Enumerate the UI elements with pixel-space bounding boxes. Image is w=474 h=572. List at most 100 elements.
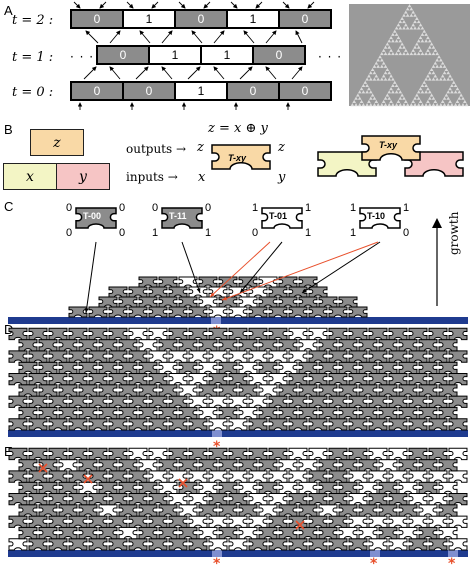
sierpinski-cell bbox=[435, 77, 439, 81]
assembly-tile bbox=[138, 339, 158, 352]
assembly-tile bbox=[78, 384, 98, 397]
assembly-tile bbox=[128, 470, 148, 483]
assembly-tile bbox=[368, 447, 388, 461]
assembly-tile bbox=[218, 361, 238, 374]
assembly-tile bbox=[218, 339, 238, 352]
assembly-tile bbox=[68, 306, 88, 318]
rule-tile-t-10 bbox=[359, 207, 401, 229]
sierpinski-cell bbox=[453, 83, 458, 88]
sierpinski-cell bbox=[453, 90, 458, 94]
panel-e-assembly bbox=[8, 447, 468, 557]
sierpinski-cell bbox=[363, 80, 368, 84]
assembly-tile bbox=[388, 350, 408, 363]
assembly-tile bbox=[368, 515, 388, 528]
sierpinski-cell bbox=[420, 26, 425, 30]
sierpinski-cell bbox=[413, 19, 417, 24]
sierpinski-cell bbox=[402, 13, 406, 17]
sierpinski-cell bbox=[398, 51, 403, 56]
sierpinski-cell bbox=[424, 32, 428, 36]
assembly-tile bbox=[238, 361, 258, 374]
assembly-tile bbox=[168, 447, 188, 461]
assembly-tile bbox=[248, 515, 268, 528]
assembly-tile bbox=[338, 384, 358, 397]
error-mark bbox=[178, 478, 188, 488]
assembly-tile bbox=[358, 406, 378, 420]
sierpinski-cell bbox=[361, 83, 366, 88]
sierpinski-cell bbox=[387, 96, 392, 100]
assembly-tile bbox=[308, 418, 328, 431]
assembly-tile bbox=[388, 373, 408, 386]
assembly-tile bbox=[368, 418, 388, 431]
assembly-tile bbox=[358, 339, 378, 352]
assembly-tile bbox=[408, 327, 428, 341]
assembly-tile bbox=[108, 538, 128, 551]
assembly-tile bbox=[428, 350, 448, 363]
assembly-tile bbox=[158, 481, 178, 494]
assembly-tile bbox=[248, 470, 268, 483]
assembly-tile bbox=[88, 395, 108, 408]
sierpinski-cell bbox=[405, 7, 410, 11]
sierpinski-cell bbox=[440, 61, 445, 65]
sierpinski-cell bbox=[409, 26, 414, 30]
sierpinski-cell bbox=[459, 93, 463, 97]
assembly-tile bbox=[188, 470, 208, 483]
assembly-tile bbox=[58, 504, 78, 517]
sierpinski-cell bbox=[427, 39, 432, 43]
sierpinski-cell bbox=[357, 102, 362, 107]
sierpinski-cell bbox=[420, 39, 425, 43]
assembly-tile bbox=[348, 515, 368, 528]
sierpinski-cell bbox=[403, 23, 408, 27]
sierpinski-cell bbox=[435, 51, 439, 56]
inputs-label: inputs → bbox=[126, 170, 178, 184]
sierpinski-cell bbox=[448, 99, 452, 103]
sierpinski-cell bbox=[427, 96, 432, 100]
sierpinski-cell bbox=[464, 102, 469, 107]
sierpinski-cell bbox=[365, 83, 369, 88]
assembly-tile bbox=[218, 406, 238, 420]
sierpinski-cell bbox=[442, 71, 447, 75]
panel-b-tiles bbox=[211, 135, 464, 177]
assembly-tile bbox=[378, 504, 398, 517]
rule-tile-t-11 bbox=[161, 207, 203, 229]
assembly-tile bbox=[208, 350, 228, 363]
sierpinski-cell bbox=[359, 99, 364, 103]
sierpinski-cell bbox=[374, 74, 379, 78]
assembly-tile bbox=[158, 339, 178, 352]
cell: 1 bbox=[174, 83, 226, 99]
assembly-tile bbox=[298, 296, 318, 308]
sierpinski-cell bbox=[381, 61, 386, 65]
assembly-tile bbox=[128, 395, 148, 408]
sierpinski-cell bbox=[357, 96, 362, 100]
sierpinski-cell bbox=[416, 96, 421, 100]
sierpinski-cell bbox=[450, 102, 454, 107]
sierpinski-cell bbox=[367, 74, 371, 78]
assembly-tile bbox=[168, 515, 188, 528]
sierpinski-cell bbox=[394, 51, 399, 56]
assembly-tile bbox=[338, 361, 358, 374]
assembly-tile bbox=[278, 276, 298, 288]
assembly-tile bbox=[208, 470, 228, 483]
assembly-tile bbox=[158, 384, 178, 397]
assembly-tile bbox=[438, 504, 458, 517]
assembly-tile bbox=[258, 504, 278, 517]
assembly-tile bbox=[278, 384, 298, 397]
rule-tile-bond: 0 bbox=[403, 227, 410, 239]
input-x: x bbox=[198, 170, 206, 185]
assembly-tile bbox=[428, 373, 448, 386]
assembly-tile bbox=[198, 361, 218, 374]
assembly-tile bbox=[378, 406, 398, 420]
assembly-tile bbox=[428, 538, 448, 551]
sierpinski-cell bbox=[407, 4, 412, 8]
sierpinski-cell bbox=[372, 102, 377, 107]
sierpinski-cell bbox=[394, 102, 399, 107]
assembly-tile bbox=[388, 447, 408, 461]
sierpinski-cell bbox=[352, 99, 357, 103]
assembly-tile bbox=[388, 395, 408, 408]
assembly-tile bbox=[248, 538, 268, 551]
sierpinski-cell bbox=[394, 90, 399, 94]
assembly-tile bbox=[228, 306, 248, 318]
assembly-tile bbox=[118, 406, 138, 420]
assembly-tile bbox=[408, 493, 428, 506]
assembly-tile bbox=[298, 504, 318, 517]
sierpinski-cell bbox=[446, 102, 451, 107]
